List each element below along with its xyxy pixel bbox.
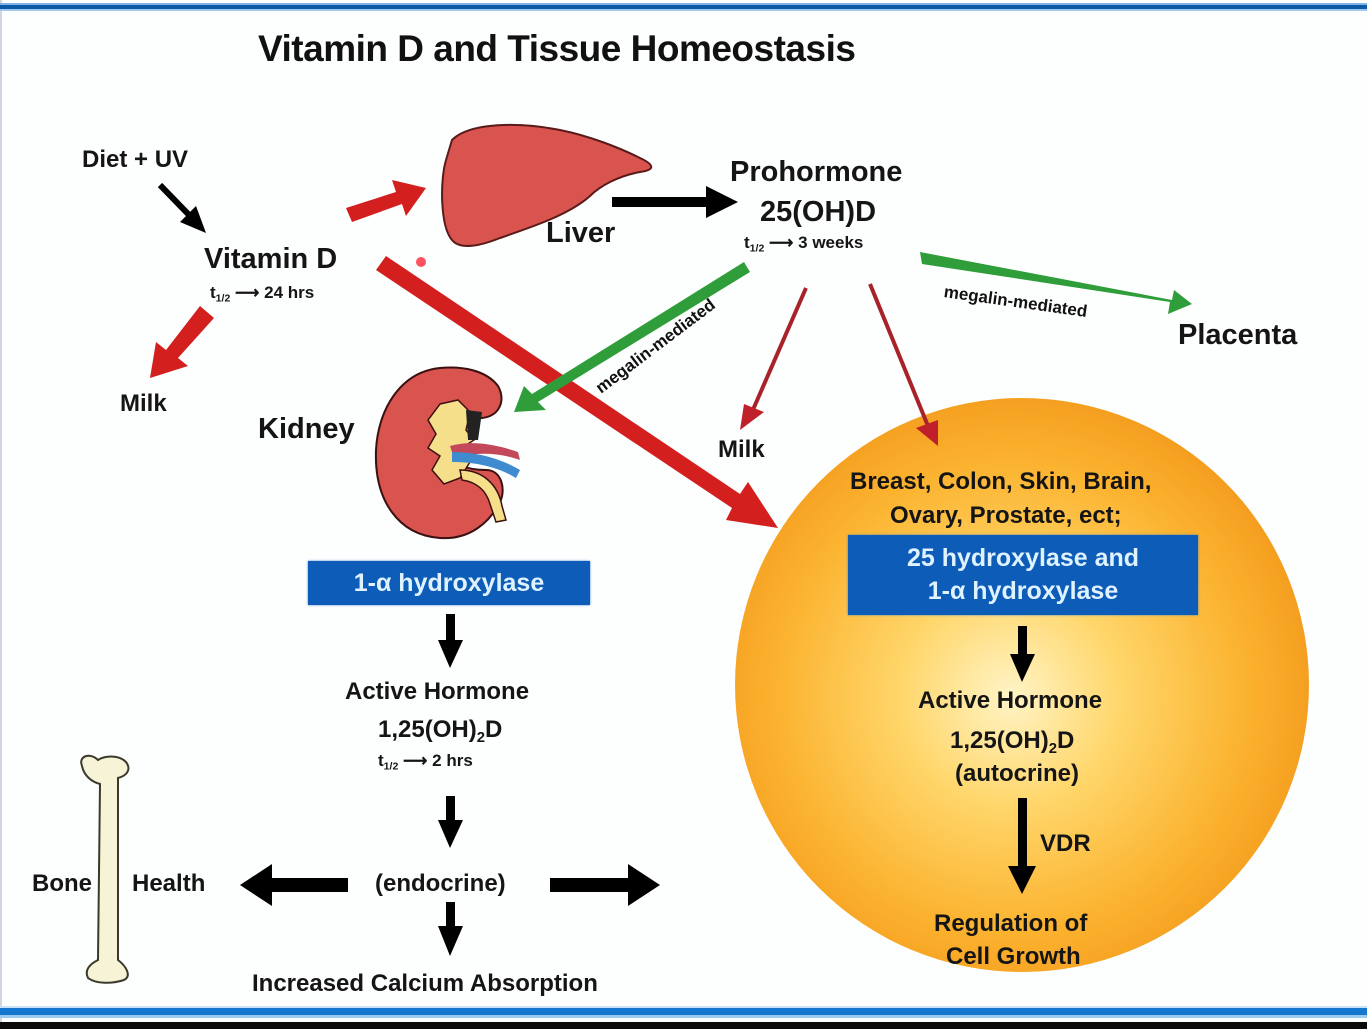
arrow-endocrine-to-right	[550, 864, 660, 906]
arrow-megalin-to-kidney	[514, 262, 750, 412]
kidney-icon	[374, 366, 520, 540]
prohormone-compound: 25(OH)D	[760, 196, 877, 228]
bone-icon	[80, 754, 130, 984]
regulation-line2: Cell Growth	[946, 943, 1081, 970]
liver-label: Liver	[546, 217, 616, 249]
kidney-enzyme-box: 1-α hydroxylase	[308, 561, 590, 605]
diet-uv-label: Diet + UV	[82, 146, 189, 173]
arrow-tissue-enzyme-to-active-hormone	[1010, 626, 1035, 682]
arrow-vitamin-d-to-liver	[346, 180, 426, 222]
endocrine-label: (endocrine)	[375, 870, 506, 897]
kidney-half-life: t1/2 ⟶ 2 hrs	[378, 751, 473, 773]
arrow-right-icon: ⟶	[235, 283, 260, 302]
bone-label: Bone	[32, 870, 92, 897]
kidney-active-hormone-label: Active Hormone	[345, 678, 530, 705]
arrow-vdr	[1008, 798, 1036, 894]
arrow-prohormone-to-tissues	[868, 283, 938, 446]
tissues-line1: Breast, Colon, Skin, Brain,	[850, 468, 1152, 495]
arrow-diet-to-vitamin-d	[157, 182, 206, 233]
vdr-label: VDR	[1040, 830, 1091, 857]
arrow-right-icon: ⟶	[769, 233, 794, 252]
milk-label-prohormone: Milk	[718, 436, 765, 463]
tissue-active-hormone-label: Active Hormone	[918, 687, 1103, 714]
autocrine-label: (autocrine)	[955, 760, 1080, 787]
vitamin-d-half-life: t1/2 ⟶ 24 hrs	[210, 283, 315, 305]
arrow-prohormone-to-milk	[740, 287, 808, 430]
prohormone-half-life: t1/2 ⟶ 3 weeks	[744, 233, 864, 255]
page-title: Vitamin D and Tissue Homeostasis	[258, 28, 856, 69]
arrow-liver-to-prohormone	[612, 186, 738, 218]
tissues-line2: Ovary, Prostate, ect;	[890, 502, 1122, 529]
arrow-enzyme-to-active-hormone	[438, 614, 463, 668]
header-bar	[0, 3, 1367, 11]
arrow-right-icon: ⟶	[403, 751, 428, 770]
pointer-dot	[416, 257, 426, 267]
prohormone-label: Prohormone	[730, 156, 903, 188]
tissue-enzyme-box: 25 hydroxylase and 1-α hydroxylase	[848, 535, 1198, 615]
placenta-label: Placenta	[1178, 319, 1298, 351]
regulation-line1: Regulation of	[934, 910, 1088, 937]
liver-icon	[441, 123, 653, 247]
tissue-compound: 1,25(OH)2D	[950, 727, 1075, 758]
arrow-vitamin-d-to-milk	[150, 306, 214, 378]
arrow-megalin-to-placenta	[920, 252, 1192, 314]
arrow-active-hormone-to-endocrine	[438, 796, 463, 848]
kidney-label: Kidney	[258, 413, 355, 445]
health-label: Health	[132, 870, 206, 897]
arrow-vitamin-d-to-tissues	[376, 256, 778, 528]
arrow-endocrine-to-calcium	[438, 902, 463, 956]
vitamin-d-label: Vitamin D	[204, 243, 338, 275]
kidney-compound: 1,25(OH)2D	[378, 716, 503, 747]
calcium-absorption-label: Increased Calcium Absorption	[252, 970, 598, 997]
footer-bar	[0, 1006, 1367, 1018]
milk-label-vitamin-d: Milk	[120, 390, 167, 417]
arrow-endocrine-to-bone	[240, 864, 348, 906]
